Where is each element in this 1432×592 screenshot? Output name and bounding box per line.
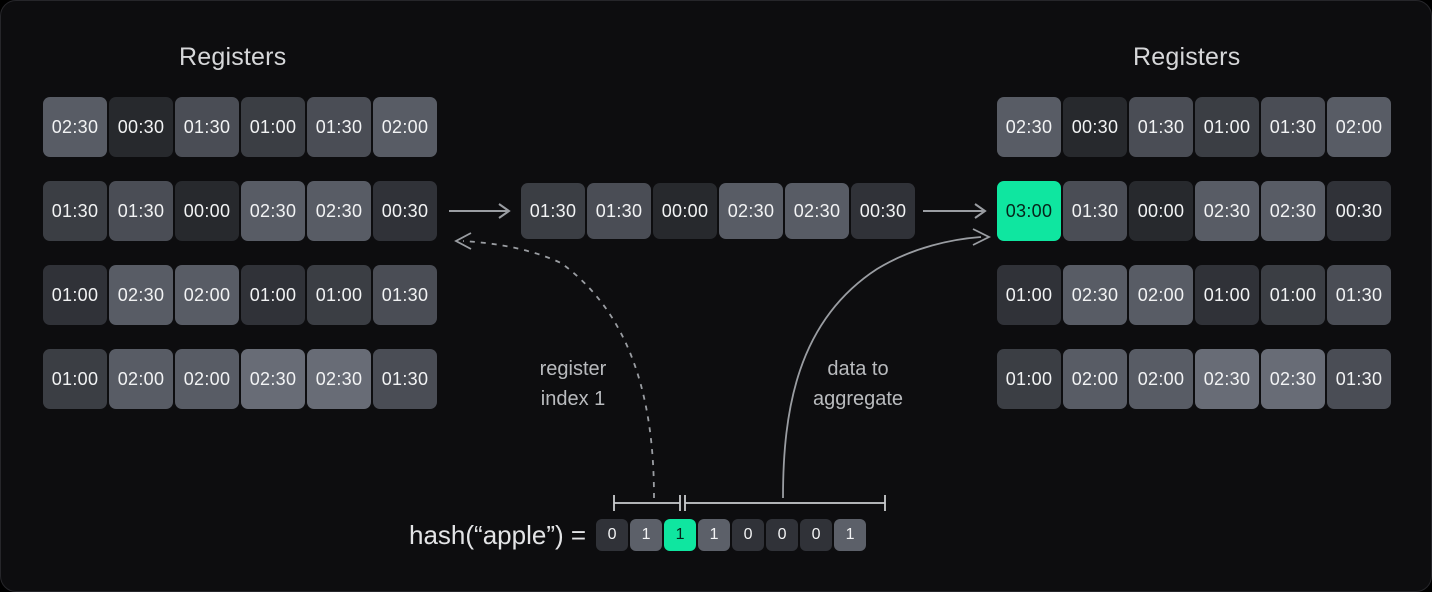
left-register-cell-r1-c3[interactable]: 02:30	[241, 181, 305, 241]
right-register-cell-r2-c5[interactable]: 01:30	[1327, 265, 1391, 325]
data-bits-bracket	[684, 495, 886, 511]
left-register-cell-r3-c5[interactable]: 01:30	[373, 349, 437, 409]
hash-bit-6[interactable]: 0	[766, 519, 799, 551]
right-register-cell-r1-c1[interactable]: 01:30	[1063, 181, 1127, 241]
left-register-cell-r0-c3[interactable]: 01:00	[241, 97, 305, 157]
left-register-cell-r2-c0[interactable]: 01:00	[43, 265, 107, 325]
right-register-cell-r2-c1[interactable]: 02:30	[1063, 265, 1127, 325]
left-register-cell-r3-c0[interactable]: 01:00	[43, 349, 107, 409]
register-index-label: register index 1	[539, 358, 607, 410]
left-register-cell-r2-c2[interactable]: 02:00	[175, 265, 239, 325]
selected-register-cell-r0-c4[interactable]: 02:30	[785, 183, 849, 239]
left-register-cell-r0-c2[interactable]: 01:30	[175, 97, 239, 157]
left-register-cell-r1-c2[interactable]: 00:00	[175, 181, 239, 241]
right-register-cell-r3-c3[interactable]: 02:30	[1195, 349, 1259, 409]
left-register-cell-r2-c3[interactable]: 01:00	[241, 265, 305, 325]
index-bits-bracket	[613, 495, 681, 511]
hash-bit-2[interactable]: 1	[630, 519, 663, 551]
selected-register-cell-r0-c0[interactable]: 01:30	[521, 183, 585, 239]
left-register-cell-r0-c1[interactable]: 00:30	[109, 97, 173, 157]
left-register-cell-r1-c4[interactable]: 02:30	[307, 181, 371, 241]
right-register-cell-r2-c4[interactable]: 01:00	[1261, 265, 1325, 325]
right-register-cell-r1-c0[interactable]: 03:00	[997, 181, 1061, 241]
selected-register-cell-r0-c3[interactable]: 02:30	[719, 183, 783, 239]
right-register-cell-r1-c4[interactable]: 02:30	[1261, 181, 1325, 241]
right-register-cell-r3-c1[interactable]: 02:00	[1063, 349, 1127, 409]
right-register-cell-r2-c0[interactable]: 01:00	[997, 265, 1061, 325]
left-register-cell-r0-c4[interactable]: 01:30	[307, 97, 371, 157]
left-register-cell-r3-c3[interactable]: 02:30	[241, 349, 305, 409]
hash-bit-8[interactable]: 1	[834, 519, 867, 551]
right-register-cell-r0-c3[interactable]: 01:00	[1195, 97, 1259, 157]
data-to-aggregate-arrowhead-icon	[972, 228, 992, 246]
right-register-cell-r0-c1[interactable]: 00:30	[1063, 97, 1127, 157]
selected-register-cell-r0-c1[interactable]: 01:30	[587, 183, 651, 239]
right-register-cell-r2-c3[interactable]: 01:00	[1195, 265, 1259, 325]
left-register-cell-r2-c4[interactable]: 01:00	[307, 265, 371, 325]
selected-register-cell-r0-c2[interactable]: 00:00	[653, 183, 717, 239]
left-register-cell-r2-c1[interactable]: 02:30	[109, 265, 173, 325]
right-register-cell-r1-c5[interactable]: 00:30	[1327, 181, 1391, 241]
right-registers-title: Registers	[1133, 43, 1241, 71]
selected-register-cell-r0-c5[interactable]: 00:30	[851, 183, 915, 239]
right-register-cell-r3-c0[interactable]: 01:00	[997, 349, 1061, 409]
right-register-cell-r1-c2[interactable]: 00:00	[1129, 181, 1193, 241]
right-register-cell-r3-c4[interactable]: 02:30	[1261, 349, 1325, 409]
hash-bit-1[interactable]: 0	[596, 519, 629, 551]
right-register-cell-r0-c5[interactable]: 02:00	[1327, 97, 1391, 157]
left-registers-title: Registers	[179, 43, 287, 71]
read-arrow-icon	[449, 203, 511, 219]
left-register-cell-r3-c1[interactable]: 02:00	[109, 349, 173, 409]
left-register-cell-r1-c0[interactable]: 01:30	[43, 181, 107, 241]
hash-expression-label: hash(“apple”) =	[409, 519, 587, 550]
right-register-cell-r0-c0[interactable]: 02:30	[997, 97, 1061, 157]
hash-bit-5[interactable]: 0	[732, 519, 765, 551]
left-register-cell-r1-c5[interactable]: 00:30	[373, 181, 437, 241]
left-register-cell-r0-c5[interactable]: 02:00	[373, 97, 437, 157]
hash-bit-7[interactable]: 0	[800, 519, 833, 551]
right-register-cell-r1-c3[interactable]: 02:30	[1195, 181, 1259, 241]
right-register-cell-r3-c5[interactable]: 01:30	[1327, 349, 1391, 409]
right-register-cell-r0-c2[interactable]: 01:30	[1129, 97, 1193, 157]
left-register-cell-r0-c0[interactable]: 02:30	[43, 97, 107, 157]
right-register-cell-r2-c2[interactable]: 02:00	[1129, 265, 1193, 325]
left-register-cell-r1-c1[interactable]: 01:30	[109, 181, 173, 241]
hash-bit-4[interactable]: 1	[698, 519, 731, 551]
left-register-cell-r3-c2[interactable]: 02:00	[175, 349, 239, 409]
left-register-cell-r2-c5[interactable]: 01:30	[373, 265, 437, 325]
left-register-cell-r3-c4[interactable]: 02:30	[307, 349, 371, 409]
right-register-cell-r0-c4[interactable]: 01:30	[1261, 97, 1325, 157]
data-to-aggregate-label: data to aggregate	[812, 358, 904, 410]
write-arrow-icon	[923, 203, 987, 219]
register-index-arrowhead-icon	[454, 232, 472, 250]
hash-bit-3[interactable]: 1	[664, 519, 697, 551]
right-register-cell-r3-c2[interactable]: 02:00	[1129, 349, 1193, 409]
